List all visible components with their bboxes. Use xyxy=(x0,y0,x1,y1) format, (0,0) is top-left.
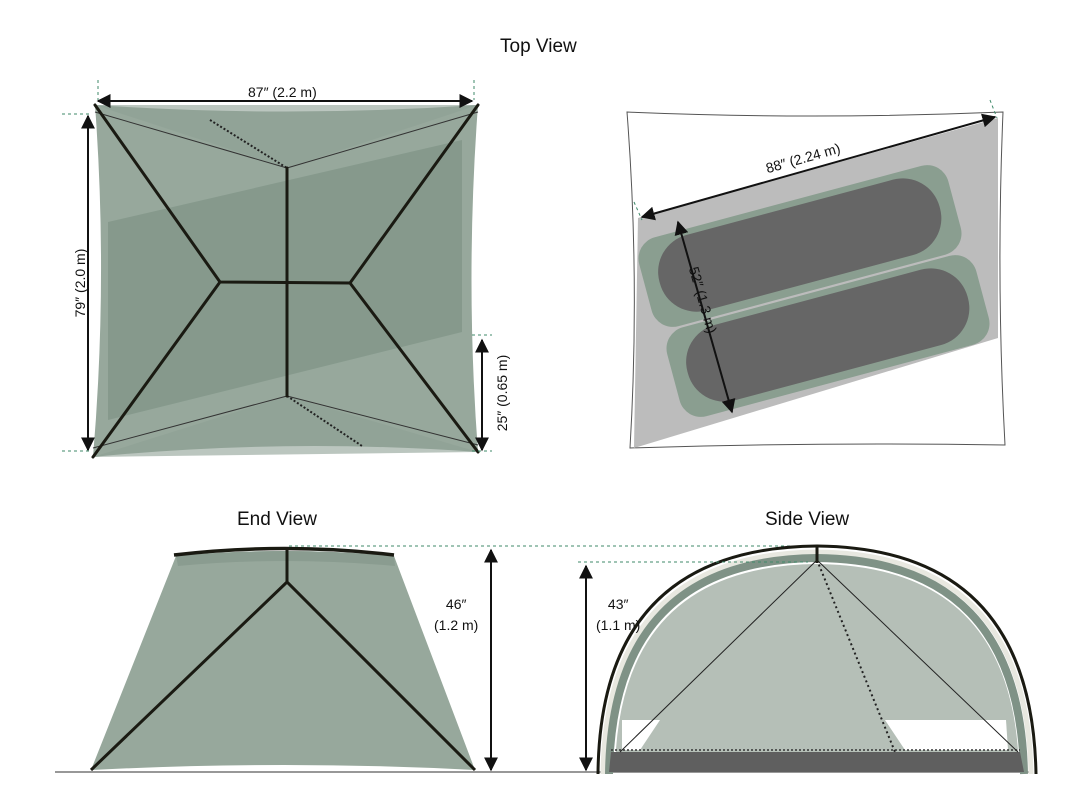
end-view-title: End View xyxy=(237,509,317,530)
floor-plan xyxy=(626,99,1006,449)
side-height-inches: 43″ xyxy=(607,596,629,612)
end-height-label: 46″ (1.2 m) xyxy=(434,596,478,634)
side-view xyxy=(578,544,1038,775)
top-width-dimension xyxy=(96,80,475,108)
end-view xyxy=(55,545,1030,773)
vestibule-label: 25″ (0.65 m) xyxy=(494,354,510,432)
side-height-meters: (1.1 m) xyxy=(596,616,641,633)
top-view-title: Top View xyxy=(500,36,577,57)
top-view-poles xyxy=(91,103,480,459)
end-height-meters: (1.2 m) xyxy=(434,616,479,633)
vestibule-dimension xyxy=(472,334,492,452)
sleeping-pad-2 xyxy=(666,255,990,417)
end-height-inches: 46″ xyxy=(445,596,467,612)
top-width-label: 87″ (2.2 m) xyxy=(248,84,317,100)
top-depth-dimension xyxy=(62,113,95,452)
side-view-title: Side View xyxy=(765,509,850,530)
top-depth-label: 79″ (2.0 m) xyxy=(72,248,88,318)
side-height-label: 43″ (1.1 m) xyxy=(596,596,640,634)
